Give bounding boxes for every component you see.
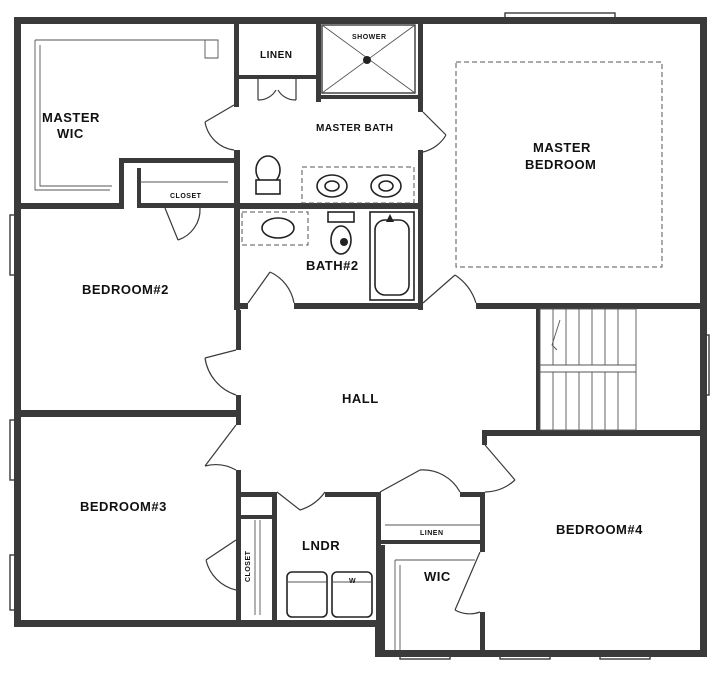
linen-bottom-label: LINEN: [420, 530, 444, 537]
bath2-label: BATH#2: [306, 258, 359, 273]
master-wic-label-1: MASTER: [42, 110, 100, 125]
wic-label: WIC: [424, 569, 451, 584]
master-bath-label: MASTER BATH: [316, 123, 394, 134]
bedroom4-label: BEDROOM#4: [556, 522, 643, 537]
fixtures: [241, 24, 416, 618]
tray-ceiling: [455, 61, 663, 268]
bedroom3-label: BEDROOM#3: [80, 499, 167, 514]
shower-label: SHOWER: [352, 34, 387, 41]
hall-label: HALL: [342, 391, 379, 406]
linen-top-label: LINEN: [260, 50, 293, 61]
bedroom2-label: BEDROOM#2: [82, 282, 169, 297]
door-swings: [164, 79, 516, 615]
room-labels: MASTER WIC LINEN SHOWER MASTER BATH MAST…: [42, 34, 643, 585]
closet-left-label: CLOSET: [245, 550, 252, 582]
washer-mark: W: [349, 578, 356, 585]
lndr-label: LNDR: [302, 538, 340, 553]
closet-shelves: [34, 39, 480, 650]
closet-top-label: CLOSET: [170, 193, 202, 200]
master-bedroom-label-1: MASTER: [533, 140, 591, 155]
master-bedroom-label-2: BEDROOM: [525, 157, 596, 172]
master-wic-label-2: WIC: [57, 126, 84, 141]
windows: [9, 12, 710, 660]
interior-walls: [14, 17, 707, 655]
exterior-walls: [14, 17, 707, 657]
stairs: [539, 308, 637, 431]
